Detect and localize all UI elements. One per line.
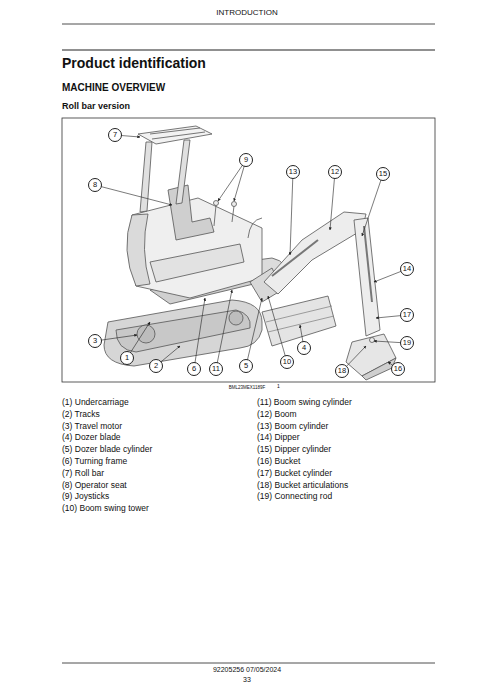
callout-number: 6	[192, 365, 196, 373]
figure-number: 1	[277, 384, 280, 390]
part-list-item: (16) Bucket	[257, 457, 300, 467]
callout-number: 19	[403, 339, 411, 347]
page-number: 33	[243, 676, 251, 684]
part-list-item: (2) Tracks	[62, 410, 100, 420]
part-list-item: (4) Dozer blade	[62, 433, 121, 443]
callout-number: 16	[394, 365, 402, 373]
part-list-item: (11) Boom swing cylinder	[257, 398, 352, 408]
part-list-item: (7) Roll bar	[62, 469, 104, 479]
callout-number: 14	[403, 265, 411, 273]
callout-number: 18	[338, 367, 346, 375]
figure-frame	[62, 118, 435, 382]
callout-circle: 9	[239, 153, 253, 167]
footer-rule	[62, 663, 435, 664]
callout-circle: 3	[88, 334, 102, 348]
section-heading: MACHINE OVERVIEW	[62, 82, 165, 94]
part-list-item: (9) Joysticks	[62, 492, 109, 502]
callout-circle: 14	[400, 262, 414, 276]
page-title: Product identification	[62, 55, 206, 71]
part-list-item: (14) Dipper	[257, 433, 300, 443]
callout-number: 4	[302, 344, 306, 352]
machine-drawing	[104, 126, 396, 380]
callout-number: 10	[283, 358, 291, 366]
callout-number: 9	[244, 156, 248, 164]
callout-circle: 8	[88, 178, 102, 192]
part-list-item: (6) Turning frame	[62, 457, 127, 467]
part-list-item: (3) Travel motor	[62, 422, 122, 432]
callout-number: 8	[93, 181, 97, 189]
callout-circle: 19	[400, 336, 414, 350]
part-list-item: (5) Dozer blade cylinder	[62, 445, 152, 455]
callout-circle: 10	[280, 355, 294, 369]
part-list-item: (12) Boom	[257, 410, 297, 420]
callout-circle: 15	[376, 167, 390, 181]
callout-circle: 2	[149, 359, 163, 373]
callout-circle: 4	[297, 341, 311, 355]
header-rule	[62, 24, 435, 25]
callout-circle: 6	[187, 362, 201, 376]
callout-circle: 5	[239, 359, 253, 373]
part-list-item: (10) Boom swing tower	[62, 504, 149, 514]
callout-circle: 7	[108, 128, 122, 142]
part-list-item: (15) Dipper cylinder	[257, 445, 331, 455]
callout-number: 11	[212, 365, 220, 373]
part-list-item: (17) Bucket cylinder	[257, 469, 332, 479]
subsection-heading: Roll bar version	[62, 101, 130, 111]
callout-number: 1	[125, 354, 129, 362]
callout-circle: 18	[335, 364, 349, 378]
callout-circle: 1	[120, 351, 134, 365]
callout-circle: 11	[209, 362, 223, 376]
part-list-item: (19) Connecting rod	[257, 492, 332, 502]
callout-number: 7	[113, 131, 117, 139]
callout-number: 12	[331, 168, 339, 176]
leader-lines	[95, 135, 407, 371]
callout-number: 2	[154, 362, 158, 370]
callout-number: 3	[93, 337, 97, 345]
callout-circle: 17	[400, 308, 414, 322]
running-header: INTRODUCTION	[216, 8, 277, 17]
callout-circle: 16	[391, 362, 405, 376]
figure-code: BML23MEX1189F	[229, 385, 265, 390]
part-list-item: (1) Undercarriage	[62, 398, 129, 408]
callout-circle: 13	[286, 165, 300, 179]
callout-number: 5	[244, 362, 248, 370]
part-list-item: (8) Operator seat	[62, 481, 127, 491]
title-rule	[62, 49, 435, 50]
callout-number: 13	[289, 168, 297, 176]
callout-circle: 12	[328, 165, 342, 179]
callout-number: 15	[379, 170, 387, 178]
callout-number: 17	[403, 311, 411, 319]
footer-document-number: 92205256 07/05/2024	[213, 666, 281, 674]
part-list-item: (18) Bucket articulations	[257, 481, 348, 491]
part-list-item: (13) Boom cylinder	[257, 422, 328, 432]
